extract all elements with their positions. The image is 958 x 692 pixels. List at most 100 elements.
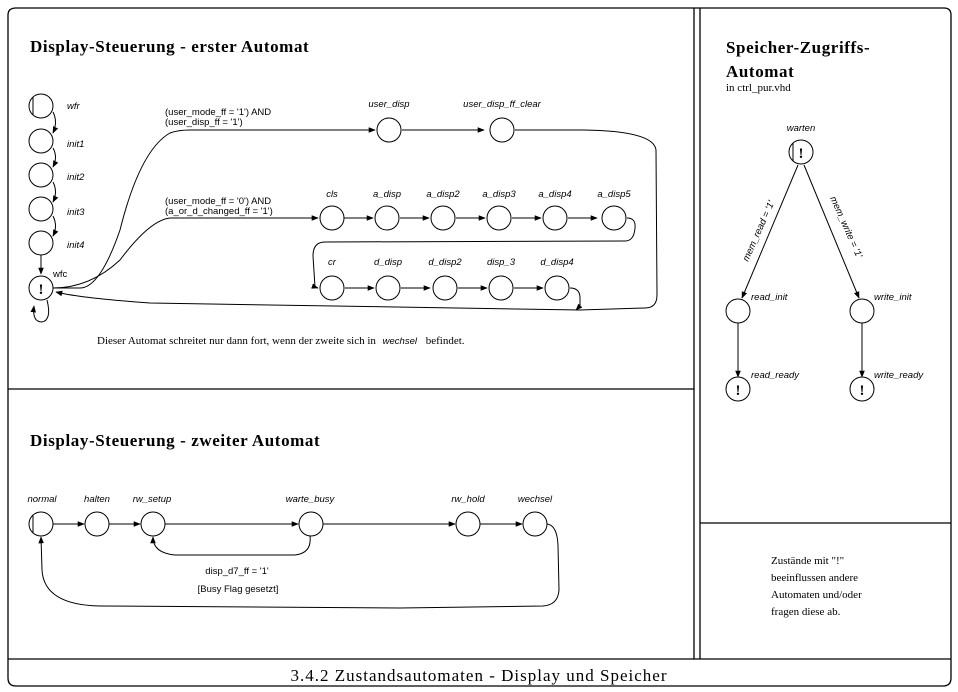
label-wfc: wfc xyxy=(52,269,68,280)
exclamation-icon: ! xyxy=(736,383,741,399)
exclamation-icon: ! xyxy=(39,282,44,298)
panel3-subtitle: in ctrl_pur.vhd xyxy=(726,82,791,94)
label-read-init: read_init xyxy=(751,292,788,303)
cond-ad-line1: (user_mode_ff = '0') AND xyxy=(165,196,271,207)
label-write-ready: write_ready xyxy=(874,370,924,381)
cond-ad-line2: (a_or_d_changed_ff = '1') xyxy=(165,206,273,217)
label-write-init: write_init xyxy=(874,292,912,303)
cond-mem-write: mem_write = '1' xyxy=(827,195,864,261)
legend-note: Zustände mit "!" beeinflussen andere Aut… xyxy=(771,555,862,618)
label-d-disp4: d_disp4 xyxy=(540,257,573,268)
label-normal: normal xyxy=(27,494,57,505)
label-init1: init1 xyxy=(67,139,84,150)
legend-line-4: fragen diese ab. xyxy=(771,606,841,618)
label-disp-3: disp_3 xyxy=(487,257,516,268)
label-halten: halten xyxy=(84,494,110,505)
label-d-disp2: d_disp2 xyxy=(428,257,462,268)
state-write-init xyxy=(849,298,875,324)
edge-wechsel-normal xyxy=(38,523,560,609)
exclamation-icon: ! xyxy=(860,383,865,399)
label-rw-hold: rw_hold xyxy=(451,494,485,505)
edge-clear-wfc xyxy=(55,129,658,311)
footer-title: 3.4.2 Zustandsautomaten - Display und Sp… xyxy=(291,666,668,685)
state-write-ready: ! xyxy=(849,376,875,402)
state-user-disp xyxy=(376,117,402,143)
state-rw-setup xyxy=(140,511,166,537)
note-after: befindet. xyxy=(426,335,465,347)
label-a-disp5: a_disp5 xyxy=(597,189,631,200)
panel3-title-line1: Speicher-Zugriffs- xyxy=(726,38,870,57)
state-normal xyxy=(28,511,54,537)
state-a-disp5 xyxy=(601,205,627,231)
state-init1 xyxy=(28,128,54,154)
label-cr: cr xyxy=(328,257,337,268)
edge-wfr-init1 xyxy=(52,111,59,134)
state-disp-3 xyxy=(488,275,514,301)
panel-first-automaton: Display-Steuerung - erster Automat xyxy=(28,37,658,347)
legend-line-3: Automaten und/oder xyxy=(771,589,862,601)
edge-d-disp4-merge xyxy=(569,287,583,311)
state-a-disp4 xyxy=(542,205,568,231)
legend-line-1: Zustände mit "!" xyxy=(771,555,844,567)
label-read-ready: read_ready xyxy=(751,370,800,381)
state-a-disp xyxy=(374,205,400,231)
label-wechsel: wechsel xyxy=(518,494,553,505)
state-warte-busy xyxy=(298,511,324,537)
state-a-disp3 xyxy=(486,205,512,231)
state-wechsel xyxy=(522,511,548,537)
note-before: Dieser Automat schreitet nur dann fort, … xyxy=(97,335,376,347)
cond-user-line1: (user_mode_ff = '1') AND xyxy=(165,107,271,118)
edge-warten-read-init xyxy=(741,164,799,299)
cond-busy-line2: [Busy Flag gesetzt] xyxy=(198,584,279,595)
state-d-disp2 xyxy=(432,275,458,301)
panel3-title-line2: Automat xyxy=(726,62,794,81)
state-a-disp2 xyxy=(430,205,456,231)
label-d-disp: d_disp xyxy=(374,257,402,268)
state-init3 xyxy=(28,196,54,222)
label-warten: warten xyxy=(787,123,816,134)
label-wfr: wfr xyxy=(67,101,81,112)
state-cr xyxy=(319,275,345,301)
panel1-title: Display-Steuerung - erster Automat xyxy=(30,37,309,56)
panel-second-automaton: Display-Steuerung - zweiter Automat norm… xyxy=(27,431,560,609)
label-cls: cls xyxy=(326,189,338,200)
label-a-disp4: a_disp4 xyxy=(538,189,571,200)
legend-line-2: beeinflussen andere xyxy=(771,572,858,584)
label-rw-setup: rw_setup xyxy=(133,494,172,505)
label-init2: init2 xyxy=(67,172,85,183)
state-warten: ! xyxy=(788,139,814,165)
cond-busy-line1: disp_d7_ff = '1' xyxy=(205,566,269,577)
state-cls xyxy=(319,205,345,231)
state-init2 xyxy=(28,162,54,188)
panel2-title: Display-Steuerung - zweiter Automat xyxy=(30,431,320,450)
cond-user-line2: (user_disp_ff = '1') xyxy=(165,117,243,128)
edge-a-disp5-cr xyxy=(311,217,636,289)
edge-wfc-cls xyxy=(52,215,319,289)
label-a-disp3: a_disp3 xyxy=(482,189,516,200)
state-user-disp-ff-clear xyxy=(489,117,515,143)
edge-init3-init4 xyxy=(52,215,59,237)
edge-warten-write-init xyxy=(803,164,860,299)
edge-init1-init2 xyxy=(52,147,59,168)
state-read-init xyxy=(725,298,751,324)
label-init3: init3 xyxy=(67,207,85,218)
state-d-disp xyxy=(375,275,401,301)
edge-wfc-self xyxy=(30,299,50,323)
label-a-disp2: a_disp2 xyxy=(426,189,460,200)
state-read-ready: ! xyxy=(725,376,751,402)
label-user-disp-ff-clear: user_disp_ff_clear xyxy=(463,99,541,110)
cond-mem-read: mem_read = '1' xyxy=(741,198,778,263)
outer-frame xyxy=(7,7,952,687)
state-halten xyxy=(84,511,110,537)
state-wfr xyxy=(28,93,54,119)
state-d-disp4 xyxy=(544,275,570,301)
state-init4 xyxy=(28,230,54,256)
label-user-disp: user_disp xyxy=(368,99,409,110)
state-wfc: ! xyxy=(28,275,54,301)
label-warte-busy: warte_busy xyxy=(286,494,336,505)
edge-init2-init3 xyxy=(52,181,59,203)
state-rw-hold xyxy=(455,511,481,537)
panel1-note: Dieser Automat schreitet nur dann fort, … xyxy=(97,335,465,347)
exclamation-icon: ! xyxy=(799,146,804,162)
